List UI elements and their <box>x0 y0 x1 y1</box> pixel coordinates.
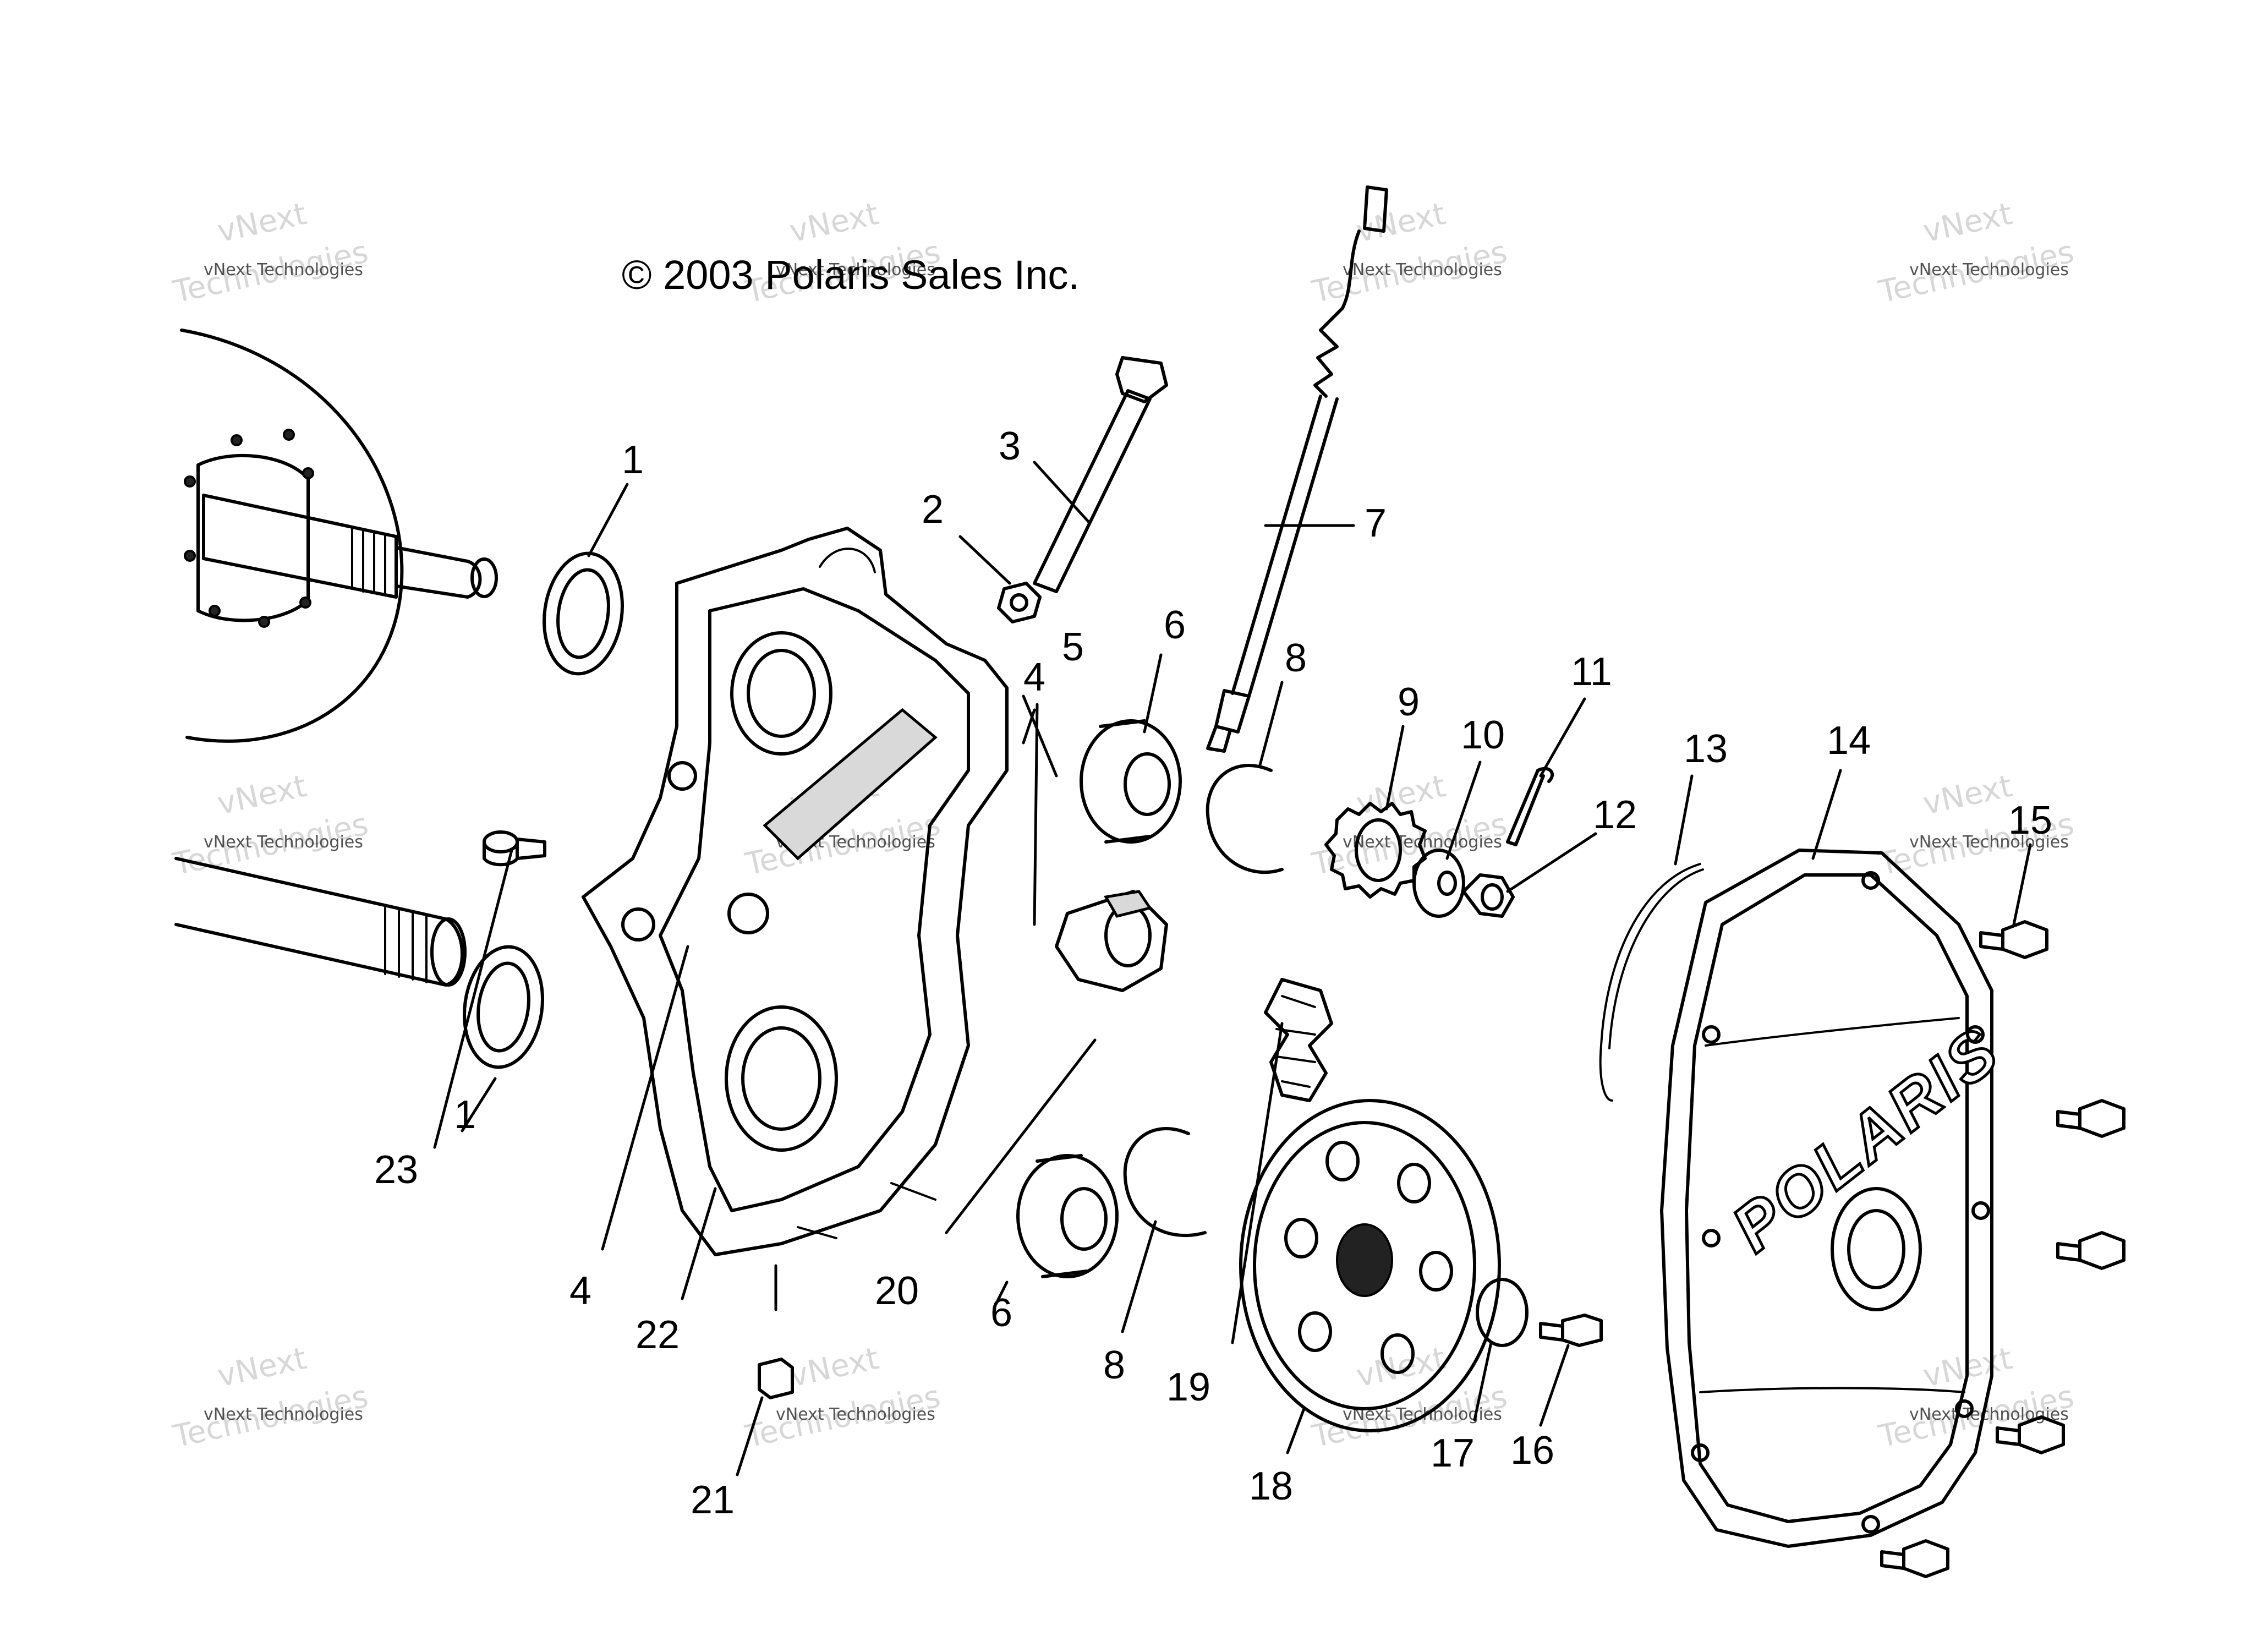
snap-ring-8-upper <box>1206 764 1284 874</box>
chaincase-housing <box>582 527 1009 1256</box>
svg-text:vNext Technologies: vNext Technologies <box>776 1405 935 1424</box>
bolt-23 <box>483 830 546 867</box>
svg-text:vNext: vNext <box>1920 196 2015 250</box>
callout-11: 11 <box>1571 650 1612 694</box>
callout-20: 20 <box>875 1269 919 1313</box>
chain-19 <box>1264 978 1333 1102</box>
chaincase-cover-14: POLARIS <box>1660 849 2015 1548</box>
callout-21: 21 <box>691 1478 735 1522</box>
svg-text:vNext: vNext <box>214 196 310 250</box>
svg-text:vNext Technologies: vNext Technologies <box>1909 833 2069 852</box>
svg-text:vNext: vNext <box>214 1340 310 1394</box>
bolt-3 <box>1033 356 1168 593</box>
o-ring-13 <box>1599 863 1704 1102</box>
callout-9: 9 <box>1398 680 1420 724</box>
callout-19: 19 <box>1166 1365 1210 1409</box>
svg-text:vNext Technologies: vNext Technologies <box>204 1405 363 1424</box>
callout-3: 3 <box>999 424 1021 468</box>
oil-seal-upper <box>543 551 624 676</box>
callout-13: 13 <box>1684 727 1728 771</box>
upper-shaft <box>202 494 498 599</box>
drive-clutch-sheave <box>180 329 404 743</box>
polaris-cover-logo: POLARIS <box>1719 1013 2014 1266</box>
svg-text:vNext: vNext <box>786 1340 882 1394</box>
callout-16: 16 <box>1510 1429 1554 1473</box>
nut-12 <box>1462 873 1515 918</box>
cotter-pin-11 <box>1506 767 1554 846</box>
drain-plug-21 <box>758 1358 794 1399</box>
callout-17: 17 <box>1431 1431 1475 1475</box>
dipstick-7 <box>1206 185 1388 753</box>
svg-text:vNext: vNext <box>1920 768 2015 822</box>
callout-8-upper: 8 <box>1285 636 1307 680</box>
callout-8-lower: 8 <box>1103 1343 1125 1387</box>
cover-bolts-15 <box>1880 920 2125 1578</box>
nut-2 <box>997 582 1042 623</box>
svg-text:vNext: vNext <box>214 768 310 822</box>
svg-text:vNext Technologies: vNext Technologies <box>776 260 935 280</box>
lower-shaft <box>174 857 467 987</box>
svg-text:vNext Technologies: vNext Technologies <box>204 260 363 280</box>
bearing-6-upper <box>1080 719 1182 844</box>
oil-seal-lower <box>463 945 544 1069</box>
leader-lines <box>433 461 2032 1476</box>
callout-7: 7 <box>1365 501 1387 545</box>
sprocket-18 <box>1239 1099 1501 1432</box>
svg-text:vNext Technologies: vNext Technologies <box>1343 260 1502 280</box>
watermark: vNext Technologies vNext Technologies <box>1308 768 1510 883</box>
svg-text:vNext: vNext <box>786 196 882 250</box>
callout-labels: 1 1 2 3 4 4 5 6 6 7 8 8 9 10 11 12 13 14… <box>374 424 2052 1522</box>
watermark: vNext Technologies vNext Technologies <box>169 196 371 310</box>
callout-1-upper: 1 <box>622 438 644 482</box>
callout-4-lower: 4 <box>569 1269 591 1313</box>
watermark-group: vNext Technologies vNext Technologies vN… <box>169 196 2077 1455</box>
callout-10: 10 <box>1461 713 1505 757</box>
snap-ring-8-lower <box>1123 1127 1207 1238</box>
svg-text:vNext Technologies: vNext Technologies <box>1909 1405 2069 1424</box>
callout-23: 23 <box>374 1148 418 1192</box>
watermark: vNext Technologies vNext Technologies <box>1875 196 2077 310</box>
callout-12: 12 <box>1593 793 1637 837</box>
callout-5: 5 <box>1062 625 1084 669</box>
watermark: vNext Technologies vNext Technologies <box>169 1340 371 1455</box>
watermark: vNext Technologies vNext Technologies <box>1875 1340 2077 1455</box>
callout-1-lower: 1 <box>454 1093 476 1137</box>
chain-tensioner-5 <box>1055 890 1168 992</box>
washer-10 <box>1412 849 1465 918</box>
callout-4-upper: 4 <box>1023 655 1045 699</box>
bearing-6-lower <box>1016 1154 1119 1278</box>
watermark: vNext Technologies vNext Technologies <box>1308 196 1510 310</box>
svg-text:vNext Technologies: vNext Technologies <box>1909 260 2069 280</box>
callout-6-upper: 6 <box>1164 603 1186 647</box>
washer-17 <box>1476 1278 1529 1347</box>
callout-6-lower: 6 <box>990 1291 1012 1335</box>
svg-text:vNext Technologies: vNext Technologies <box>204 833 363 852</box>
callout-15: 15 <box>2008 798 2052 842</box>
callout-2: 2 <box>922 488 944 532</box>
callout-14: 14 <box>1827 719 1871 763</box>
callout-22: 22 <box>636 1313 680 1357</box>
svg-text:vNext: vNext <box>1353 1340 1449 1394</box>
copyright-text: © 2003 Polaris Sales Inc. <box>622 252 1080 298</box>
callout-18: 18 <box>1249 1464 1293 1508</box>
bolt-16 <box>1539 1314 1603 1347</box>
